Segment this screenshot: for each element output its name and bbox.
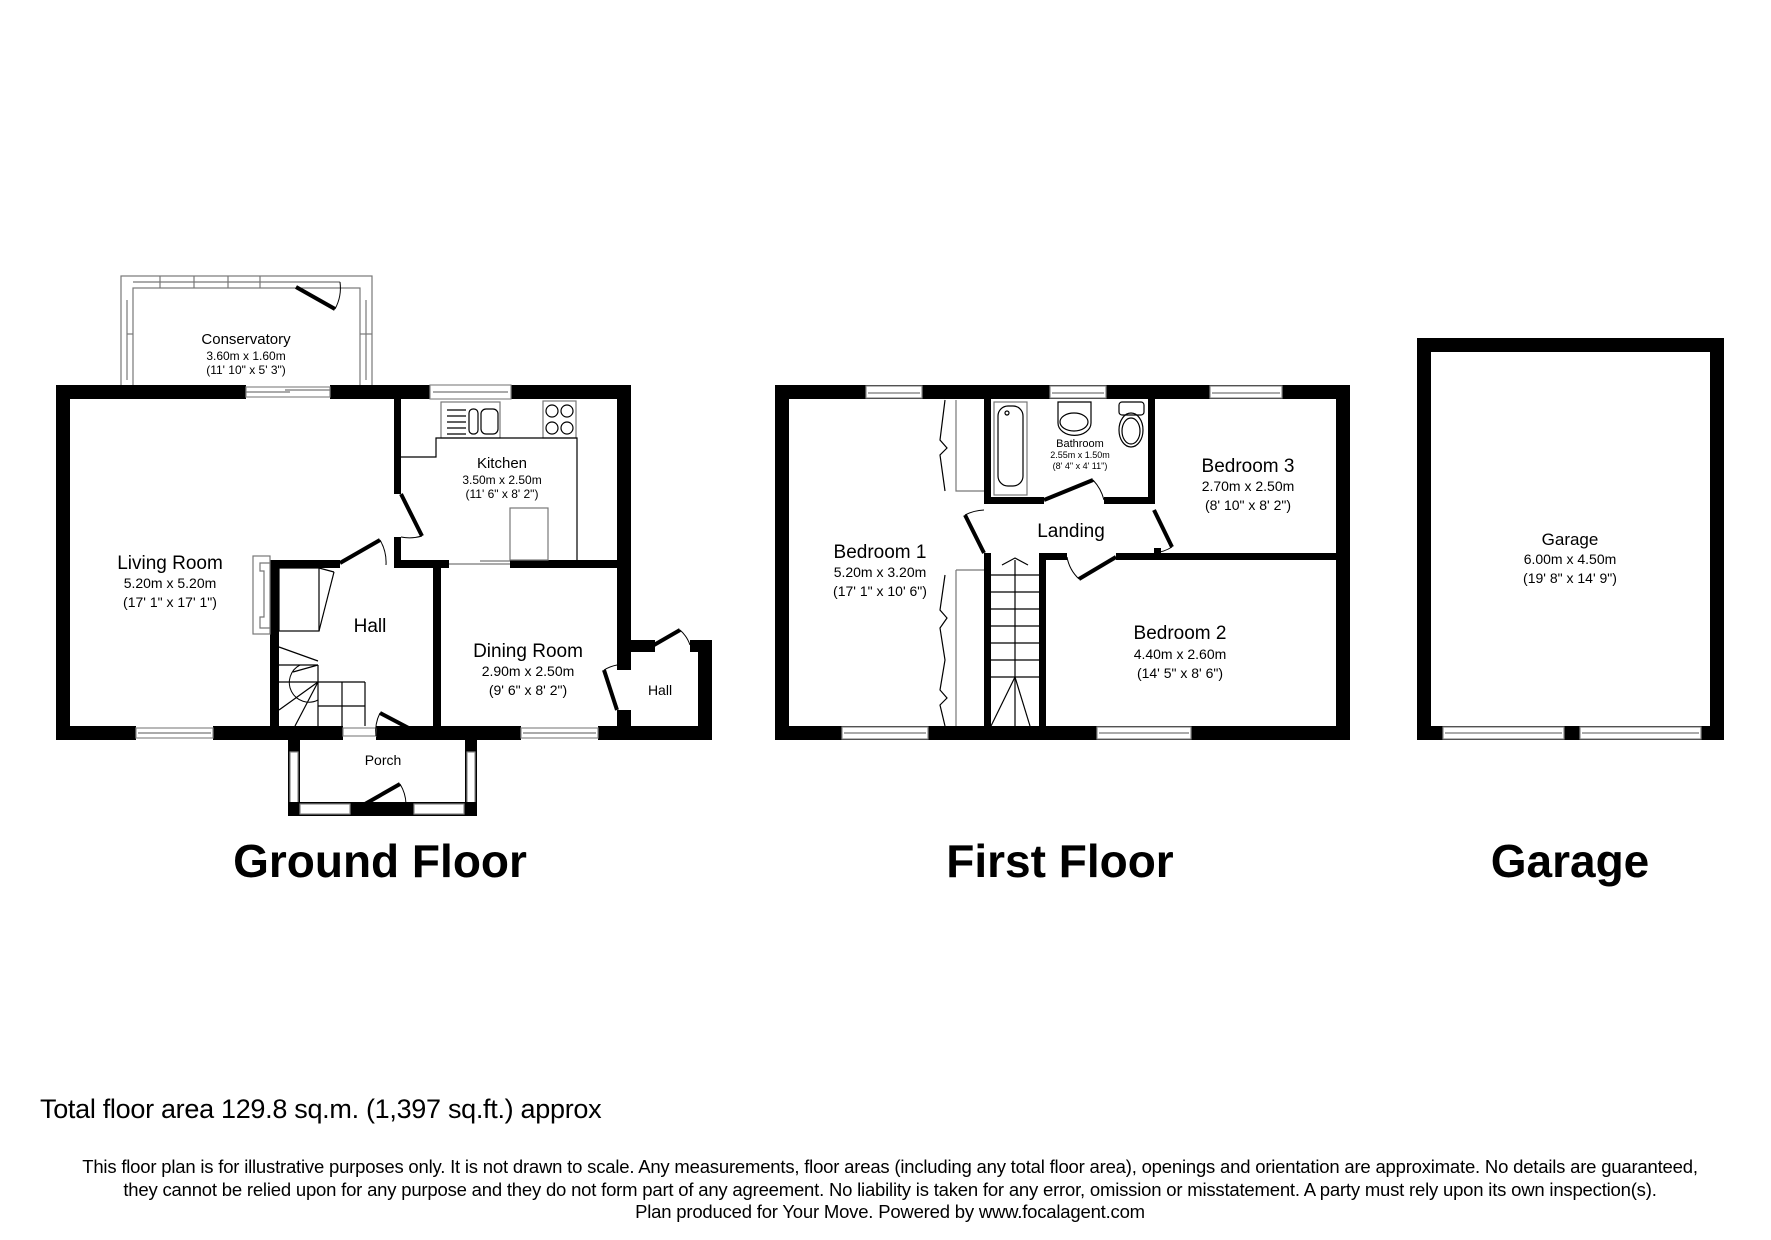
garage-label: Garage	[1542, 530, 1599, 549]
bedroom1-label: Bedroom 1	[834, 542, 927, 563]
ground-floor-stairs	[278, 646, 366, 727]
disclaimer-line-1: This floor plan is for illustrative purp…	[82, 1156, 1698, 1177]
bedroom2-imperial: (14' 5" x 8' 6")	[1137, 665, 1223, 681]
kitchen-label: Kitchen	[477, 455, 527, 472]
ground-floor-doors	[339, 493, 691, 737]
disclaimer: This floor plan is for illustrative purp…	[40, 1156, 1740, 1224]
first-floor-plan	[775, 385, 1350, 740]
living-room-label: Living Room	[117, 553, 223, 574]
bedroom1-wardrobes	[939, 399, 984, 727]
dining-room-metric: 2.90m x 2.50m	[482, 663, 575, 679]
porch-frame	[288, 740, 477, 816]
ground-floor-plan	[56, 275, 712, 816]
conservatory-label: Conservatory	[201, 331, 291, 348]
ground-floor-title: Ground Floor	[233, 835, 527, 887]
kitchen-fittings	[401, 400, 578, 561]
fireplace	[252, 555, 335, 635]
ground-floor-walls	[56, 385, 712, 740]
garage-title: Garage	[1490, 835, 1650, 887]
dining-room-label: Dining Room	[473, 641, 583, 662]
ground-floor-windows	[135, 384, 599, 739]
disclaimer-line-2: they cannot be relied upon for any purpo…	[123, 1178, 1657, 1200]
bedroom1-metric: 5.20m x 3.20m	[834, 564, 927, 580]
conservatory-imperial: (11' 10" x 5' 3")	[206, 363, 286, 377]
room-labels: Conservatory 3.60m x 1.60m (11' 10" x 5'…	[117, 331, 1617, 768]
bathroom-metric: 2.55m x 1.50m	[1050, 450, 1110, 460]
bedroom2-label: Bedroom 2	[1134, 623, 1227, 644]
disclaimer-line-3: Plan produced for Your Move. Powered by …	[635, 1201, 1145, 1222]
bedroom3-label: Bedroom 3	[1202, 456, 1295, 477]
first-floor-title: First Floor	[946, 835, 1174, 887]
bedroom3-metric: 2.70m x 2.50m	[1202, 478, 1295, 494]
first-floor-doors	[963, 478, 1174, 581]
hall-label: Hall	[354, 616, 387, 637]
bedroom2-metric: 4.40m x 2.60m	[1134, 646, 1227, 662]
total-floor-area: Total floor area 129.8 sq.m. (1,397 sq.f…	[40, 1094, 602, 1124]
porch-label: Porch	[365, 752, 402, 768]
kitchen-imperial: (11' 6" x 8' 2")	[466, 487, 539, 501]
rear-hall-label: Hall	[648, 682, 672, 698]
garage-imperial: (19' 8" x 14' 9")	[1523, 570, 1617, 586]
bathroom-imperial: (8' 4" x 4' 11")	[1053, 461, 1108, 471]
garage-metric: 6.00m x 4.50m	[1524, 551, 1617, 567]
conservatory-metric: 3.60m x 1.60m	[206, 349, 285, 363]
first-floor-windows	[841, 385, 1283, 740]
bathroom-label: Bathroom	[1056, 438, 1104, 450]
living-room-metric: 5.20m x 5.20m	[124, 575, 217, 591]
kitchen-metric: 3.50m x 2.50m	[462, 473, 541, 487]
garage-plan	[1417, 338, 1724, 740]
dining-room-imperial: (9' 6" x 8' 2")	[489, 682, 567, 698]
bathroom-fittings	[993, 401, 1145, 496]
landing-label: Landing	[1037, 521, 1105, 542]
living-room-imperial: (17' 1" x 17' 1")	[123, 594, 217, 610]
first-floor-stairs	[990, 557, 1039, 727]
bedroom3-imperial: (8' 10" x 8' 2")	[1205, 497, 1291, 513]
bedroom1-imperial: (17' 1" x 10' 6")	[833, 583, 927, 599]
